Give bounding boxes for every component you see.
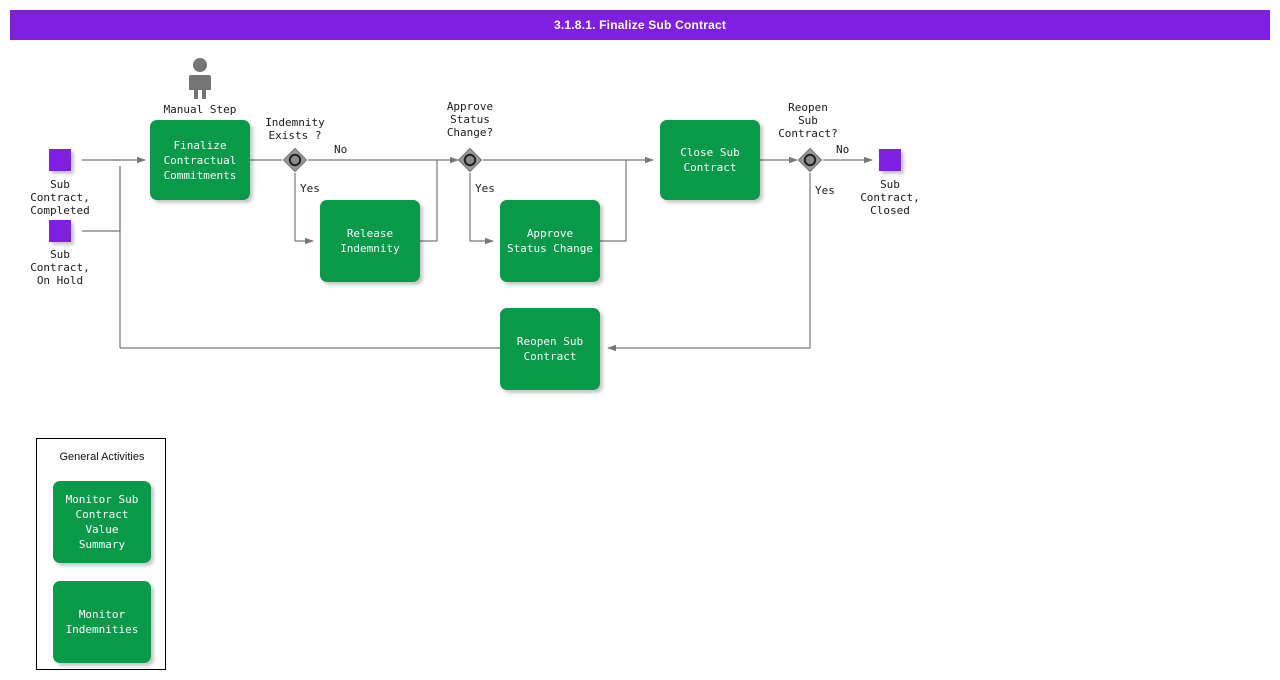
page-title: 3.1.8.1. Finalize Sub Contract [553, 18, 727, 32]
branch-label-reopen-yes: Yes [815, 184, 835, 197]
end-event-sub-contract-closed-label: Sub Contract, Closed [860, 178, 920, 217]
gateway-reopen-sub-contract-label: Reopen Sub Contract? [778, 101, 838, 140]
start-event-sub-contract-on-hold-label: Sub Contract, On Hold [30, 248, 90, 287]
manual-step-label: Manual Step [163, 103, 237, 116]
task-label: Reopen Sub Contract [516, 335, 584, 363]
task-label: Monitor Indemnities [65, 608, 139, 636]
gateway-approve-status-change[interactable] [457, 147, 483, 173]
task-finalize-contractual-commitments[interactable]: Finalize Contractual Commitments [150, 120, 250, 200]
task-close-sub-contract[interactable]: Close Sub Contract [660, 120, 760, 200]
start-event-sub-contract-completed[interactable] [49, 149, 71, 171]
gateway-approve-status-change-label: Approve Status Change? [446, 100, 494, 139]
end-event-sub-contract-closed[interactable] [879, 149, 901, 171]
task-label: Release Indemnity [340, 227, 400, 255]
general-activities-title: General Activities [59, 451, 145, 463]
task-label: Finalize Contractual Commitments [163, 138, 237, 182]
task-reopen-sub-contract[interactable]: Reopen Sub Contract [500, 308, 600, 390]
branch-label-indemnity-no: No [334, 143, 348, 156]
legend-task-monitor-indemnities[interactable]: Monitor Indemnities [53, 581, 151, 663]
task-label: Approve Status Change [506, 227, 594, 255]
branch-label-indemnity-yes: Yes [300, 182, 320, 195]
task-release-indemnity[interactable]: Release Indemnity [320, 200, 420, 282]
start-event-sub-contract-on-hold[interactable] [49, 220, 71, 242]
branch-label-reopen-no: No [836, 143, 850, 156]
legend-task-monitor-sub-contract-value-summary[interactable]: Monitor Sub Contract Value Summary [53, 481, 151, 563]
task-label: Monitor Sub Contract Value Summary [65, 493, 139, 551]
task-approve-status-change[interactable]: Approve Status Change [500, 200, 600, 282]
page-title-bar: 3.1.8.1. Finalize Sub Contract [10, 10, 1270, 40]
start-event-sub-contract-completed-label: Sub Contract, Completed [30, 178, 90, 217]
branch-label-approve-yes: Yes [475, 182, 495, 195]
gateway-indemnity-exists[interactable] [282, 147, 308, 173]
person-icon [186, 57, 214, 99]
gateway-indemnity-exists-label: Indemnity Exists ? [265, 116, 325, 142]
general-activities-panel: General Activities Monitor Sub Contract … [36, 438, 166, 670]
gateway-reopen-sub-contract[interactable] [797, 147, 823, 173]
task-label: Close Sub Contract [680, 146, 740, 174]
